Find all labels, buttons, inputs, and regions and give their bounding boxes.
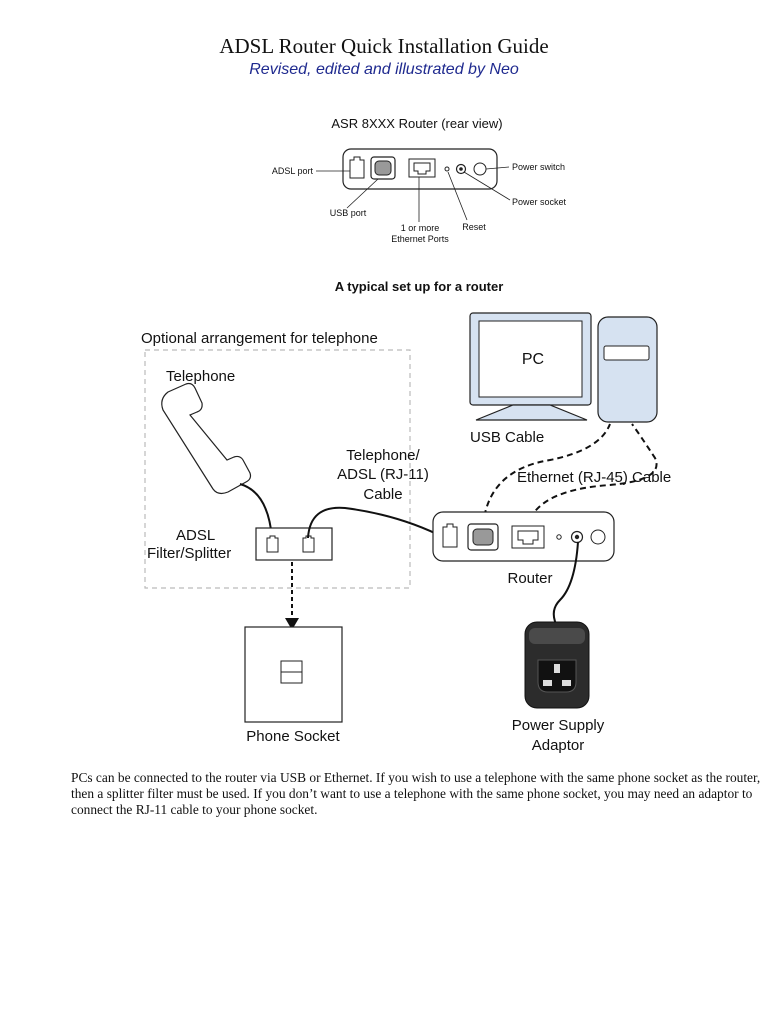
router-rear-view-diagram: ASR 8XXX Router (rear view) ADSL port US… xyxy=(272,116,567,244)
adsl-port-icon xyxy=(349,156,365,179)
usb-cable xyxy=(482,423,611,527)
ethernet-ports-label-1: 1 or more xyxy=(401,223,440,233)
router-reset-icon xyxy=(556,534,562,540)
pc-label: PC xyxy=(522,351,544,368)
telephone-label: Telephone xyxy=(166,368,235,385)
pc-monitor-stand xyxy=(475,404,588,421)
optional-arrangement-label: Optional arrangement for telephone xyxy=(141,330,378,347)
rj11-cable xyxy=(307,506,446,539)
splitter-label-2: Filter/Splitter xyxy=(147,545,231,562)
pc-tower xyxy=(597,316,658,423)
pc-tower-drive xyxy=(603,345,650,361)
ethernet-cable xyxy=(526,423,658,529)
pc-monitor-screen xyxy=(478,320,583,398)
usb-port-label: USB port xyxy=(330,208,367,218)
reset-button-icon xyxy=(444,166,450,172)
page-subtitle: Revised, edited and illustrated by Neo xyxy=(249,61,519,78)
power-switch-label: Power switch xyxy=(512,162,565,172)
adsl-port-label: ADSL port xyxy=(272,166,314,176)
cable-label-2: ADSL (RJ-11) xyxy=(337,466,429,483)
cable-label-1: Telephone/ xyxy=(346,447,420,464)
optional-arrangement-box xyxy=(144,349,411,589)
setup-caption: A typical set up for a router xyxy=(335,279,504,294)
cable-label-3: Cable xyxy=(363,486,402,503)
body-paragraph: PCs can be connected to the router via U… xyxy=(71,770,761,817)
rear-view-caption: ASR 8XXX Router (rear view) xyxy=(331,116,502,131)
power-socket-label: Power socket xyxy=(512,197,567,207)
splitter-label-1: ADSL xyxy=(176,527,215,544)
router-label: Router xyxy=(507,570,552,587)
page-title: ADSL Router Quick Installation Guide xyxy=(219,34,549,58)
ethernet-cable-label: Ethernet (RJ-45) Cable xyxy=(517,469,671,486)
reset-label: Reset xyxy=(462,222,486,232)
router-power-switch-icon xyxy=(590,529,606,545)
psu-label-2: Adaptor xyxy=(532,737,585,754)
power-cable xyxy=(552,541,579,625)
usb-cable-label: USB Cable xyxy=(470,429,544,446)
arrow-down-icon xyxy=(285,618,299,630)
ethernet-ports-label-2: Ethernet Ports xyxy=(391,234,449,244)
power-switch-icon xyxy=(473,162,487,176)
telephone-handset-icon xyxy=(161,382,252,495)
router-adsl-port-icon xyxy=(442,523,458,548)
psu-label-1: Power Supply xyxy=(512,717,605,734)
phone-socket-label: Phone Socket xyxy=(246,728,340,745)
router-setup-diagram: A typical set up for a router Optional a… xyxy=(141,279,671,754)
